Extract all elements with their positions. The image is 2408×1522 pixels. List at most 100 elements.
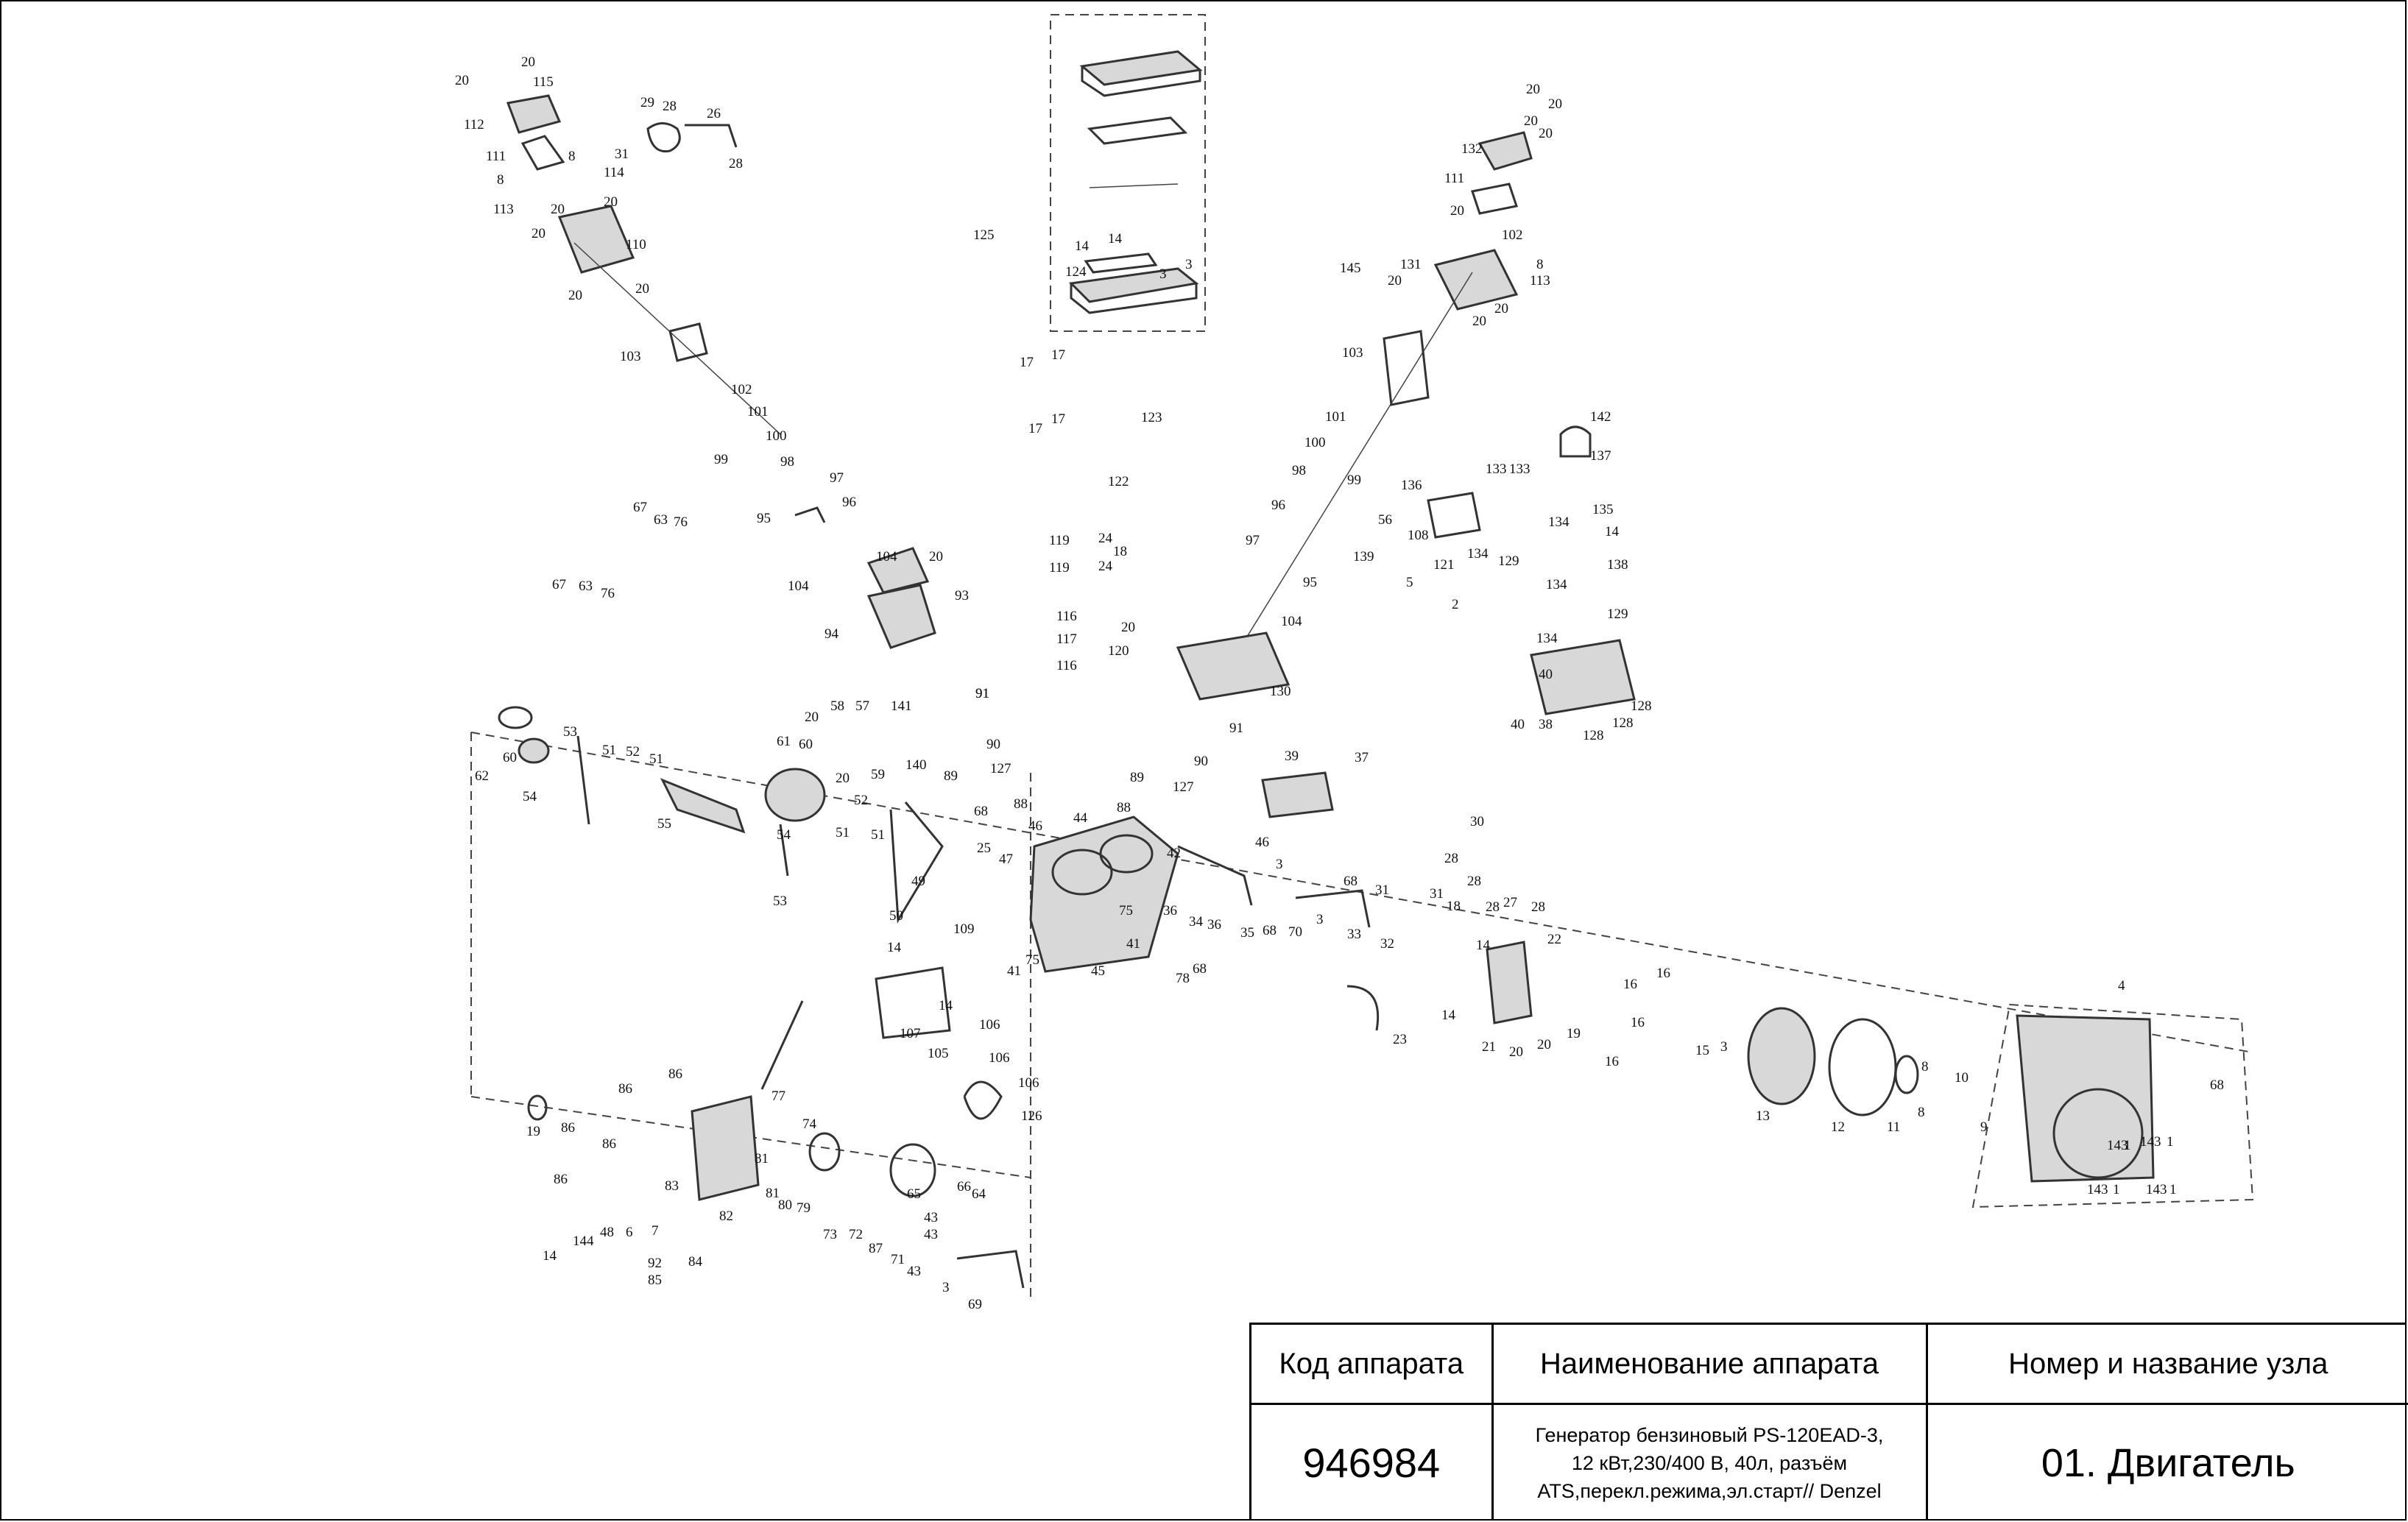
callout-label: 86 bbox=[561, 1120, 575, 1136]
callout-label: 46 bbox=[1028, 818, 1042, 834]
callout-label: 119 bbox=[1049, 533, 1070, 548]
callout-label: 63 bbox=[579, 578, 593, 594]
callout-label: 88 bbox=[1117, 800, 1131, 815]
callout-label: 15 bbox=[1695, 1043, 1709, 1058]
air-filter-assembly bbox=[1050, 14, 1206, 332]
callout-label: 117 bbox=[1056, 631, 1077, 647]
callout-label: 24 bbox=[1098, 531, 1113, 546]
callout-label: 116 bbox=[1056, 658, 1077, 673]
callout-label: 141 bbox=[891, 698, 912, 714]
callout-label: 51 bbox=[836, 825, 850, 840]
callout-label: 28 bbox=[1486, 899, 1500, 915]
title-block-table: Код аппарата Наименование аппарата Номер… bbox=[1251, 1325, 2408, 1521]
callout-label: 82 bbox=[719, 1208, 733, 1224]
callout-label: 14 bbox=[1441, 1008, 1456, 1023]
callout-label: 122 bbox=[1108, 474, 1129, 489]
callout-label: 20 bbox=[1450, 203, 1464, 219]
callout-label: 123 bbox=[1141, 410, 1162, 425]
callout-label: 39 bbox=[1285, 748, 1299, 764]
callout-label: 72 bbox=[849, 1227, 863, 1242]
callout-label: 61 bbox=[777, 734, 791, 749]
callout-label: 14 bbox=[887, 940, 902, 955]
callout-label: 51 bbox=[649, 751, 663, 767]
callout-label: 143 bbox=[2107, 1138, 2128, 1153]
callout-label: 116 bbox=[1056, 609, 1077, 624]
callout-label: 98 bbox=[780, 454, 794, 470]
callout-label: 20 bbox=[635, 281, 649, 297]
callout-label: 3 bbox=[1276, 857, 1283, 872]
callout-label: 16 bbox=[1631, 1015, 1645, 1030]
callout-label: 42 bbox=[1167, 846, 1181, 861]
callout-label: 20 bbox=[1548, 96, 1562, 112]
callout-label: 31 bbox=[1375, 882, 1389, 898]
callout-label: 88 bbox=[1014, 796, 1028, 812]
callout-label: 133 bbox=[1509, 461, 1530, 477]
callout-label: 71 bbox=[891, 1252, 905, 1267]
callout-label: 134 bbox=[1548, 514, 1570, 530]
callout-label: 51 bbox=[602, 743, 616, 758]
callout-labels: 20 20 115 112 111 29 28 26 28 8 31 114 8… bbox=[455, 54, 2224, 1312]
device-name-header: Наименование аппарата bbox=[1491, 1325, 1928, 1405]
callout-label: 16 bbox=[1605, 1054, 1619, 1069]
callout-label: 68 bbox=[1263, 923, 1277, 938]
callout-label: 106 bbox=[1018, 1075, 1039, 1091]
callout-label: 114 bbox=[604, 165, 624, 180]
callout-label: 1 bbox=[2113, 1182, 2120, 1197]
callout-label: 20 bbox=[836, 771, 850, 786]
callout-label: 85 bbox=[648, 1273, 662, 1288]
callout-label: 95 bbox=[1303, 575, 1317, 590]
callout-label: 18 bbox=[1113, 544, 1127, 559]
callout-label: 36 bbox=[1163, 903, 1177, 918]
callout-label: 86 bbox=[618, 1081, 632, 1097]
callout-label: 97 bbox=[1246, 533, 1260, 548]
callout-label: 113 bbox=[493, 202, 514, 217]
callout-label: 5 bbox=[1406, 575, 1413, 590]
callout-label: 125 bbox=[973, 227, 995, 243]
callout-label: 124 bbox=[1065, 264, 1087, 280]
callout-label: 78 bbox=[1176, 971, 1190, 986]
callout-label: 105 bbox=[928, 1046, 949, 1061]
callout-label: 60 bbox=[799, 737, 813, 752]
callout-label: 144 bbox=[573, 1233, 594, 1249]
callout-label: 109 bbox=[953, 921, 975, 937]
callout-label: 17 bbox=[1051, 347, 1065, 363]
title-block: Код аппарата Наименование аппарата Номер… bbox=[1249, 1323, 2408, 1521]
callout-label: 47 bbox=[999, 852, 1013, 867]
device-code: 946984 bbox=[1251, 1403, 1494, 1521]
callout-label: 70 bbox=[1288, 924, 1302, 940]
callout-label: 29 bbox=[640, 95, 654, 110]
callout-label: 64 bbox=[972, 1186, 986, 1202]
callout-label: 135 bbox=[1592, 502, 1614, 517]
callout-label: 8 bbox=[1918, 1105, 1925, 1120]
callout-label: 37 bbox=[1355, 750, 1369, 765]
crankcase-cover-parts bbox=[527, 966, 1025, 1289]
callout-label: 24 bbox=[1098, 559, 1113, 574]
callout-label: 94 bbox=[825, 626, 839, 642]
callout-label: 129 bbox=[1498, 553, 1519, 569]
callout-label: 20 bbox=[521, 54, 535, 70]
callout-label: 139 bbox=[1353, 549, 1374, 564]
callout-label: 86 bbox=[554, 1172, 568, 1187]
callout-label: 6 bbox=[626, 1225, 633, 1240]
callout-label: 145 bbox=[1340, 261, 1361, 276]
callout-label: 49 bbox=[911, 874, 925, 889]
callout-label: 9 bbox=[1980, 1119, 1988, 1135]
callout-label: 111 bbox=[486, 149, 506, 164]
callout-label: 104 bbox=[788, 578, 809, 594]
callout-label: 43 bbox=[924, 1227, 938, 1242]
callout-label: 17 bbox=[1051, 411, 1065, 427]
callout-label: 20 bbox=[929, 549, 943, 564]
device-description-line: ATS,перекл.режима,эл.старт// Denzel bbox=[1537, 1479, 1882, 1502]
callout-label: 103 bbox=[1342, 345, 1363, 361]
device-description-line: Генератор бензиновый PS-120EAD-3, bbox=[1535, 1423, 1884, 1446]
callout-label: 21 bbox=[1482, 1039, 1496, 1055]
callout-label: 8 bbox=[1921, 1059, 1929, 1075]
callout-label: 91 bbox=[975, 686, 989, 701]
callout-label: 3 bbox=[1720, 1039, 1728, 1055]
callout-label: 100 bbox=[1304, 435, 1326, 450]
callout-label: 44 bbox=[1073, 810, 1088, 826]
callout-label: 138 bbox=[1607, 557, 1628, 573]
callout-label: 128 bbox=[1631, 698, 1652, 714]
callout-label: 22 bbox=[1547, 932, 1561, 947]
callout-label: 134 bbox=[1546, 577, 1567, 592]
